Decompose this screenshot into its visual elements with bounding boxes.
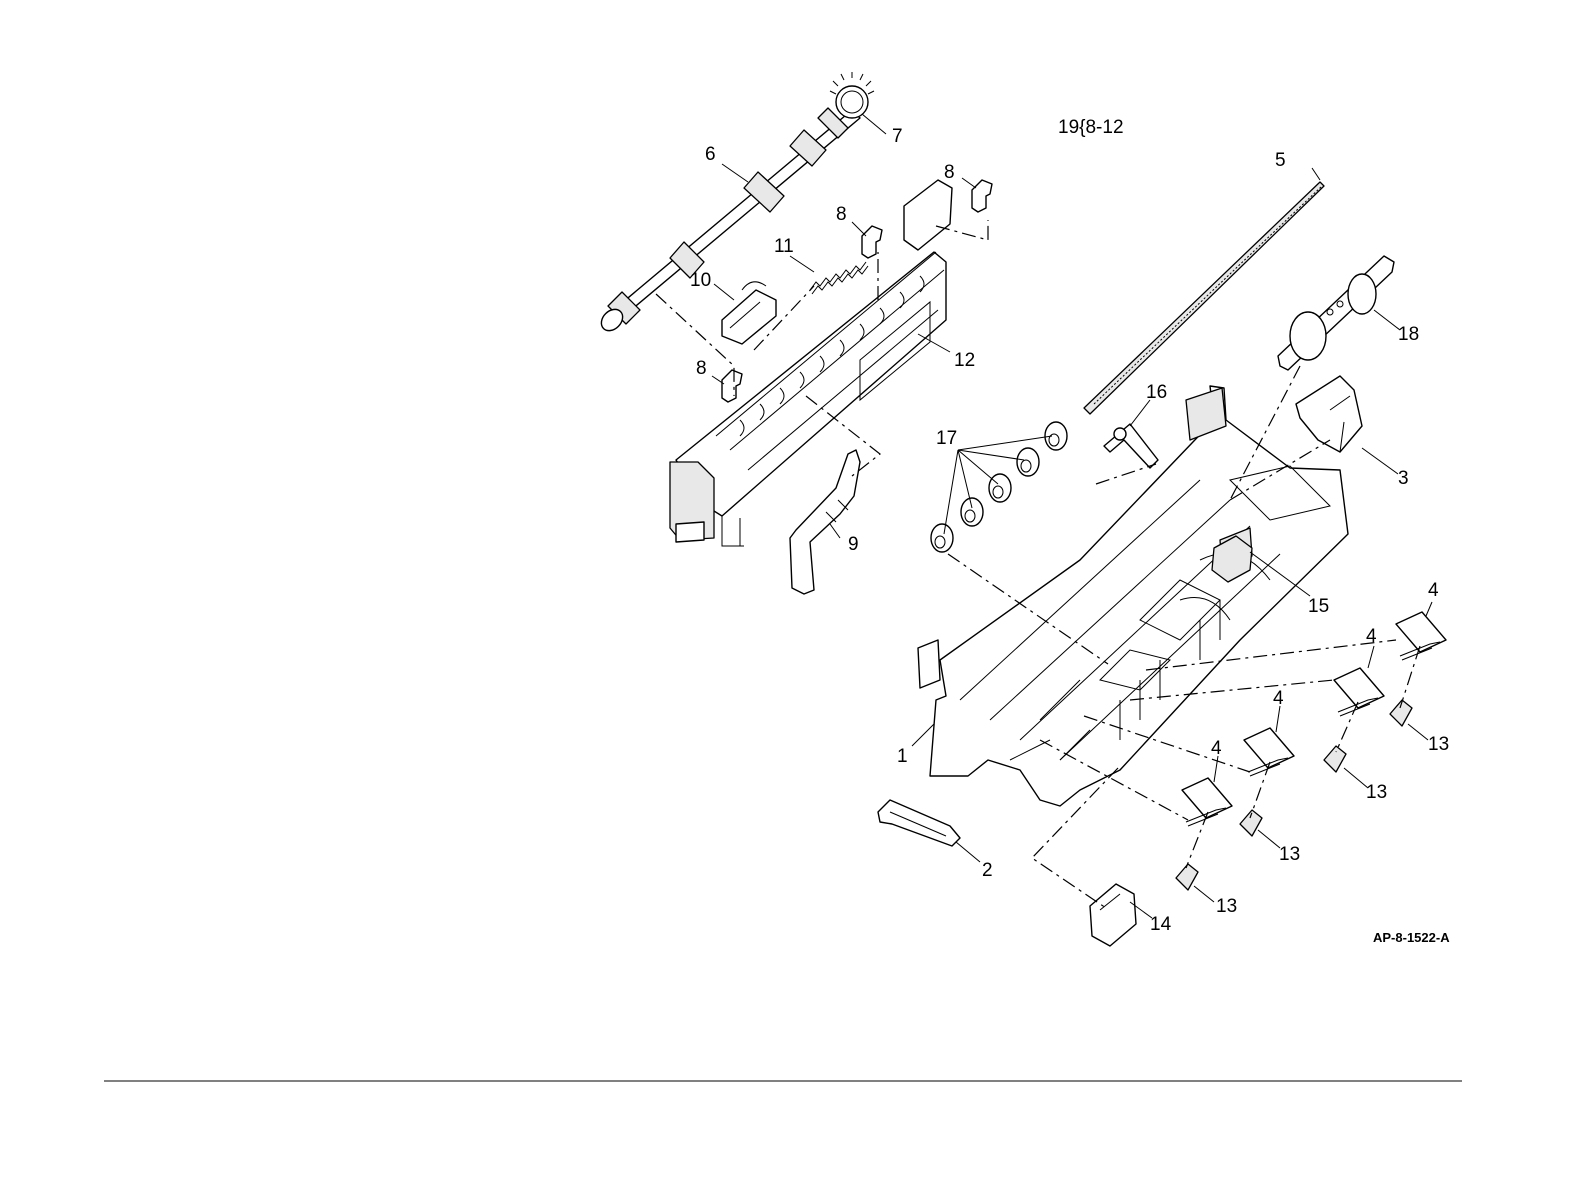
callout-5: 5 bbox=[1275, 150, 1286, 171]
callout-8a: 8 bbox=[944, 162, 955, 183]
lever-part bbox=[790, 450, 860, 594]
harness-bracket-part bbox=[1278, 256, 1394, 370]
roller-part bbox=[1017, 448, 1039, 476]
clip-part bbox=[972, 180, 992, 212]
callout-18: 18 bbox=[1398, 324, 1419, 345]
callout-10: 10 bbox=[690, 270, 711, 291]
callout-7: 7 bbox=[892, 126, 903, 147]
callout-4c: 4 bbox=[1273, 688, 1284, 709]
callout-13b: 13 bbox=[1366, 782, 1387, 803]
clip-part bbox=[862, 226, 882, 258]
figure-code: AP-8-1522-A bbox=[1373, 930, 1450, 945]
callout-12: 12 bbox=[954, 350, 975, 371]
guide-part bbox=[1334, 668, 1384, 716]
roller-part bbox=[931, 524, 953, 552]
gear-part bbox=[830, 72, 874, 118]
callout-17: 17 bbox=[936, 428, 957, 449]
callout-1: 1 bbox=[897, 746, 908, 767]
seal-strip-part bbox=[1084, 182, 1324, 414]
small-bracket-part bbox=[1324, 746, 1346, 772]
callout-13c: 13 bbox=[1279, 844, 1300, 865]
sensor-part bbox=[1104, 424, 1158, 468]
clip-part bbox=[722, 370, 742, 402]
callout-3: 3 bbox=[1398, 468, 1409, 489]
callout-8b: 8 bbox=[836, 204, 847, 225]
roller-part bbox=[1045, 422, 1067, 450]
latch-part bbox=[878, 800, 960, 846]
callout-14: 14 bbox=[1150, 914, 1172, 935]
callout-4b: 4 bbox=[1366, 626, 1377, 647]
callout-4d: 4 bbox=[1211, 738, 1222, 759]
callout-9: 9 bbox=[848, 534, 859, 555]
callout-2: 2 bbox=[982, 860, 993, 881]
roller-part bbox=[989, 474, 1011, 502]
shaft-assembly-part bbox=[597, 72, 874, 335]
callout-13a: 13 bbox=[1428, 734, 1449, 755]
callout-6: 6 bbox=[705, 144, 716, 165]
callout-8c: 8 bbox=[696, 358, 707, 379]
callout-16: 16 bbox=[1146, 382, 1167, 403]
callout-11: 11 bbox=[774, 236, 794, 257]
guide-part bbox=[1244, 728, 1294, 776]
callout-13d: 13 bbox=[1216, 896, 1237, 917]
bracket-part bbox=[1090, 884, 1136, 946]
callout-15: 15 bbox=[1308, 596, 1329, 617]
guide-part bbox=[1396, 612, 1446, 660]
roller-part bbox=[961, 498, 983, 526]
guide-part bbox=[1182, 778, 1232, 826]
reference-label: 19{8-12 bbox=[1058, 117, 1124, 138]
spring-part bbox=[810, 262, 868, 294]
callout-4a: 4 bbox=[1428, 580, 1439, 601]
